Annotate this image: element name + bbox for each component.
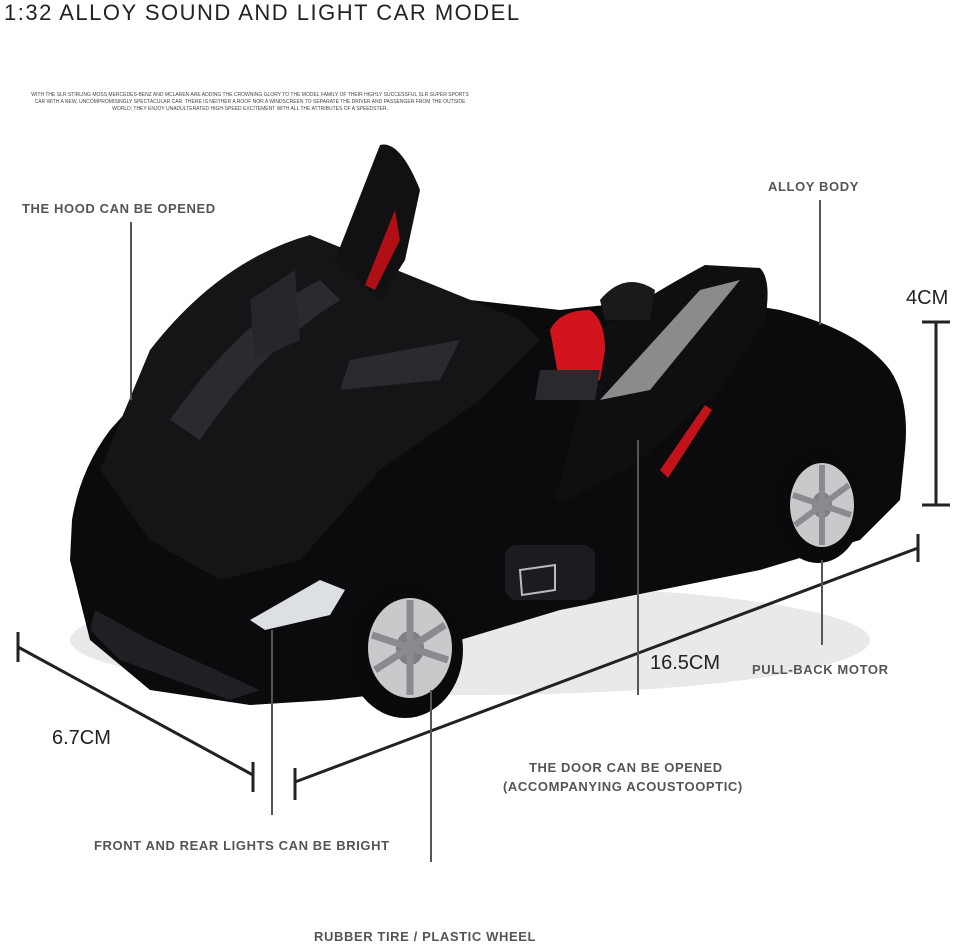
front-grille bbox=[90, 610, 260, 700]
width-value: 6.7CM bbox=[52, 727, 111, 749]
door-sublabel: (ACCOMPANYING ACOUSTOOPTIC) bbox=[503, 779, 743, 794]
hood-flap-trim bbox=[365, 210, 400, 290]
height-value: 4CM bbox=[906, 287, 949, 309]
length-value: 16.5CM bbox=[650, 652, 721, 674]
tire-label: RUBBER TIRE / PLASTIC WHEEL bbox=[314, 929, 537, 944]
alloy-body-label: ALLOY BODY bbox=[768, 179, 859, 194]
seat-back bbox=[550, 310, 605, 385]
gullwing-door bbox=[555, 265, 768, 500]
description-blurb: WITH THE SLR STIRLING MOSS MERCEDES-BENZ… bbox=[31, 92, 469, 112]
callout-lines bbox=[130, 200, 823, 862]
hood-panel bbox=[100, 235, 540, 580]
lights-label: FRONT AND REAR LIGHTS CAN BE BRIGHT bbox=[94, 838, 390, 853]
headlight bbox=[250, 580, 345, 630]
hood-vent-right bbox=[340, 340, 460, 390]
door-trim bbox=[660, 405, 712, 478]
door-highlight bbox=[600, 280, 740, 400]
rear-wheel bbox=[773, 447, 863, 563]
length-dimension bbox=[293, 534, 920, 800]
hood-vent-left bbox=[250, 270, 300, 360]
side-vent bbox=[505, 545, 595, 600]
seat-cushion bbox=[535, 370, 600, 400]
height-dimension bbox=[922, 320, 950, 507]
side-vent-logo bbox=[518, 563, 556, 597]
front-wheel bbox=[347, 582, 463, 718]
hood-flap bbox=[335, 144, 420, 300]
width-dimension bbox=[16, 632, 255, 792]
roll-hoop bbox=[600, 282, 655, 320]
hood-label: THE HOOD CAN BE OPENED bbox=[22, 201, 216, 216]
door-label: THE DOOR CAN BE OPENED bbox=[529, 760, 723, 775]
page-title: 1:32 ALLOY SOUND AND LIGHT CAR MODEL bbox=[4, 0, 521, 25]
pull-back-motor-label: PULL-BACK MOTOR bbox=[752, 662, 889, 677]
